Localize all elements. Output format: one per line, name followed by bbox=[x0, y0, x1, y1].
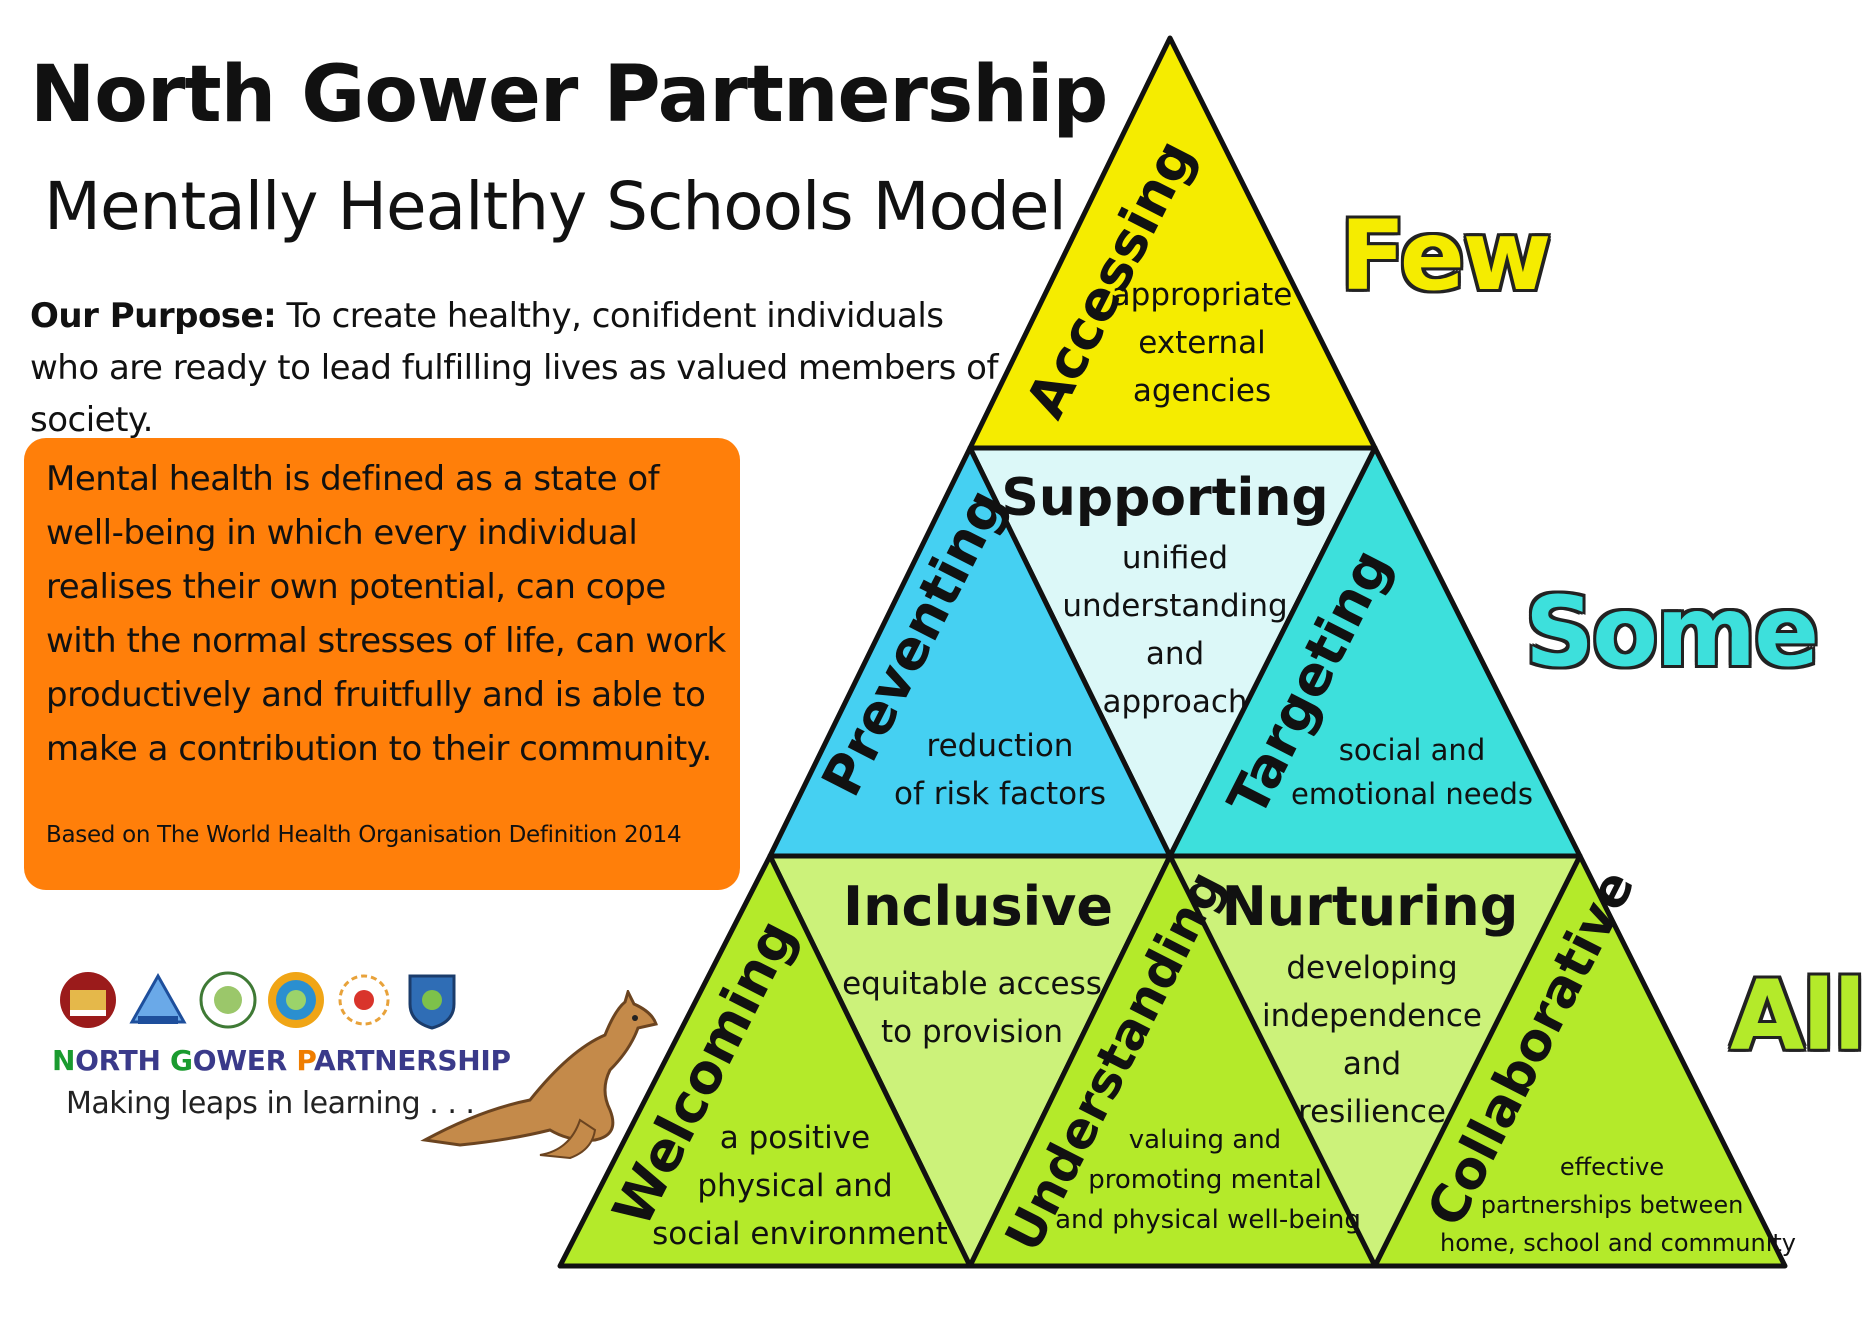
partnership-wordmark: NORTH GOWER PARTNERSHIP bbox=[52, 1044, 511, 1077]
targeting-line: social and bbox=[1339, 733, 1485, 767]
purpose-statement: Our Purpose: To create healthy, conifide… bbox=[30, 290, 1010, 446]
collaborative-line: partnerships between bbox=[1481, 1191, 1744, 1219]
school-crests bbox=[58, 970, 488, 1040]
page-subtitle: Mentally Healthy Schools Model bbox=[44, 168, 1067, 245]
page-title: North Gower Partnership bbox=[30, 50, 1108, 140]
definition-source: Based on The World Health Organisation D… bbox=[46, 822, 682, 848]
tier-understanding bbox=[967, 853, 1378, 1269]
preventing-line: of risk factors bbox=[894, 776, 1106, 812]
nurturing-line: resilience bbox=[1298, 1094, 1446, 1130]
tier-collaborative bbox=[1372, 853, 1788, 1269]
supporting-label: Supporting bbox=[1001, 468, 1328, 528]
welcoming-line: physical and bbox=[697, 1168, 892, 1204]
nurturing-label: Nurturing bbox=[1222, 875, 1519, 938]
understanding-line: and physical well-being bbox=[1055, 1205, 1361, 1235]
school-crest-icon bbox=[338, 974, 390, 1026]
nurturing-line: and bbox=[1343, 1046, 1401, 1082]
purpose-text: To create healthy, conifident individual… bbox=[30, 296, 998, 440]
definition-box bbox=[24, 438, 740, 890]
targeting-line: emotional needs bbox=[1291, 777, 1533, 811]
tagline: Making leaps in learning . . . bbox=[66, 1086, 475, 1121]
nurturing-line: developing bbox=[1286, 950, 1457, 986]
inclusive-line: equitable access bbox=[842, 966, 1102, 1002]
kangaroo-icon bbox=[420, 990, 658, 1160]
supporting-line: and bbox=[1146, 636, 1204, 672]
level-all-label: All bbox=[1730, 960, 1866, 1072]
supporting-line: unified bbox=[1122, 540, 1228, 576]
collaborative-line: effective bbox=[1560, 1153, 1664, 1181]
school-crest-icon bbox=[408, 974, 456, 1030]
collaborative-line: home, school and community bbox=[1440, 1229, 1796, 1257]
supporting-line: understanding bbox=[1062, 588, 1287, 624]
welcoming-line: social environment bbox=[652, 1216, 948, 1252]
level-some-label: Some bbox=[1525, 576, 1819, 688]
preventing-line: reduction bbox=[927, 728, 1074, 764]
level-few-label: Few bbox=[1340, 200, 1551, 312]
school-crest-icon bbox=[268, 972, 324, 1028]
definition-text: Mental health is defined as a state of w… bbox=[46, 459, 726, 769]
supporting-line: approach bbox=[1102, 684, 1247, 720]
tier-welcoming bbox=[557, 853, 973, 1269]
purpose-label: Our Purpose: bbox=[30, 296, 277, 336]
accessing-line: agencies bbox=[1133, 373, 1271, 409]
accessing-line: external bbox=[1138, 325, 1266, 361]
inclusive-label: Inclusive bbox=[843, 875, 1113, 938]
welcoming-line: a positive bbox=[720, 1120, 870, 1156]
understanding-line: promoting mental bbox=[1088, 1165, 1322, 1195]
inclusive-line: to provision bbox=[881, 1014, 1063, 1050]
school-crest-icon bbox=[199, 971, 257, 1029]
school-crest-icon bbox=[60, 972, 116, 1028]
nurturing-line: independence bbox=[1262, 998, 1482, 1034]
understanding-line: valuing and bbox=[1129, 1125, 1281, 1155]
accessing-line: appropriate bbox=[1112, 277, 1293, 313]
school-crest-icon bbox=[129, 972, 187, 1024]
